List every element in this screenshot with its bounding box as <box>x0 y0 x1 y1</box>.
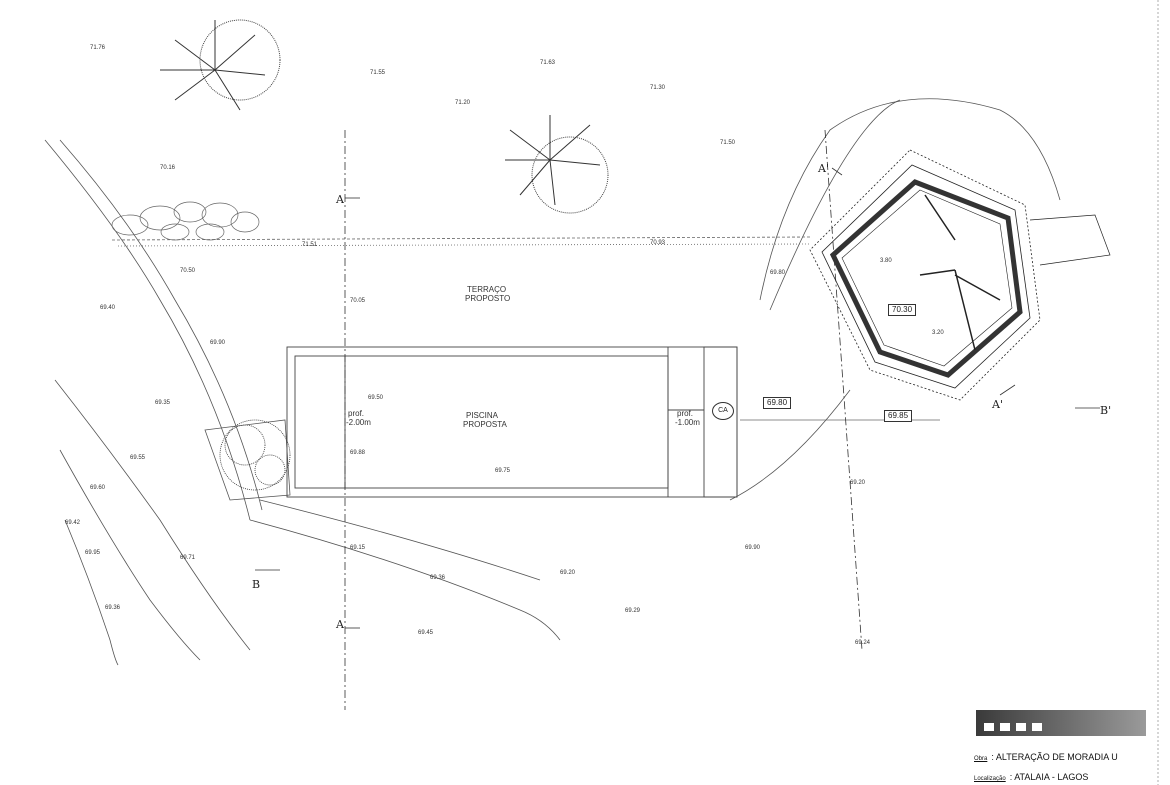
spot-height: 69.36 <box>430 575 446 581</box>
section-a-top: A <box>336 193 344 206</box>
obra-row: Obra: ALTERAÇÃO DE MORADIA U <box>974 752 1118 762</box>
spot-height: 69.42 <box>65 520 81 526</box>
depth-left-line2: -2.00m <box>346 418 371 427</box>
spot-height: 71.76 <box>90 45 106 51</box>
section-line-a <box>344 130 360 710</box>
terrace-label-line1: TERRAÇO <box>467 285 507 294</box>
spot-height: 69.90 <box>210 340 226 346</box>
level-label-3: 69.85 <box>884 410 913 422</box>
spot-height: 69.45 <box>418 630 434 636</box>
obra-key: Obra <box>974 756 988 762</box>
interior-dim-1: 3.80 <box>880 258 892 264</box>
palm-tree-2 <box>505 115 609 214</box>
spot-height: 69.15 <box>350 545 366 551</box>
spot-height: 71.51 <box>302 242 318 248</box>
pool-label-line1: PISCINA <box>466 411 499 420</box>
spot-height: 69.50 <box>368 395 384 401</box>
title-block: Obra: ALTERAÇÃO DE MORADIA U Localização… <box>960 700 1160 785</box>
section-a-prime-top: A' <box>818 162 829 175</box>
spot-height: 70.05 <box>350 298 366 304</box>
depth-right-line2: -1.00m <box>675 418 700 427</box>
terrace-label-line2: PROPOSTO <box>465 294 511 303</box>
spot-height: 69.90 <box>745 545 761 551</box>
section-b-left: B <box>252 578 261 591</box>
localizacao-key: Localização <box>974 776 1006 782</box>
depth-right-line1: prof. <box>677 409 694 418</box>
spot-height: 71.30 <box>650 85 666 91</box>
spot-height: 69.71 <box>180 555 196 561</box>
contour-lines <box>44 98 1061 666</box>
section-line-b <box>255 407 1100 571</box>
hexagon-pavilion <box>809 149 1111 401</box>
spot-height: 69.24 <box>855 640 871 646</box>
level-label-1: 69.80 <box>763 397 792 409</box>
spot-height: 69.95 <box>85 550 101 556</box>
interior-dim-2: 3.20 <box>932 330 944 336</box>
localizacao-row: Localização: ATALAIA - LAGOS <box>974 772 1088 782</box>
pool-label-line2: PROPOSTA <box>463 420 507 429</box>
section-line-a-prime <box>824 129 1016 651</box>
spot-height: 69.20 <box>560 570 576 576</box>
localizacao-value: : ATALAIA - LAGOS <box>1009 772 1089 782</box>
spot-height: 69.29 <box>625 608 641 614</box>
obra-value: : ALTERAÇÃO DE MORADIA U <box>991 752 1118 762</box>
section-b-prime: B' <box>1100 404 1112 417</box>
section-a-bottom: A <box>336 618 344 631</box>
spot-height: 69.20 <box>850 480 866 486</box>
level-label-2: 70.30 <box>888 304 917 316</box>
spot-height: 69.55 <box>130 455 146 461</box>
spot-height: 69.75 <box>495 468 511 474</box>
spot-height: 70.93 <box>650 240 666 246</box>
ca-label: CA <box>712 402 734 420</box>
spot-height: 69.36 <box>105 605 121 611</box>
spot-height: 71.55 <box>370 70 386 76</box>
company-logo <box>976 710 1146 736</box>
spot-height: 69.60 <box>90 485 106 491</box>
section-a-prime-bottom: A' <box>992 398 1003 411</box>
terrace-outline <box>111 236 940 421</box>
spot-height: 69.88 <box>350 450 366 456</box>
spot-height: 70.16 <box>160 165 176 171</box>
spot-height: 69.35 <box>155 400 171 406</box>
depth-left-line1: prof. <box>348 409 365 418</box>
spot-height: 69.80 <box>770 270 786 276</box>
spot-height: 71.20 <box>455 100 471 106</box>
spot-height: 71.50 <box>720 140 736 146</box>
spot-height: 69.40 <box>100 305 116 311</box>
shrub <box>204 419 291 501</box>
palm-tree-1 <box>160 19 281 111</box>
spot-height: 70.50 <box>180 268 196 274</box>
spot-height: 71.63 <box>540 60 556 66</box>
